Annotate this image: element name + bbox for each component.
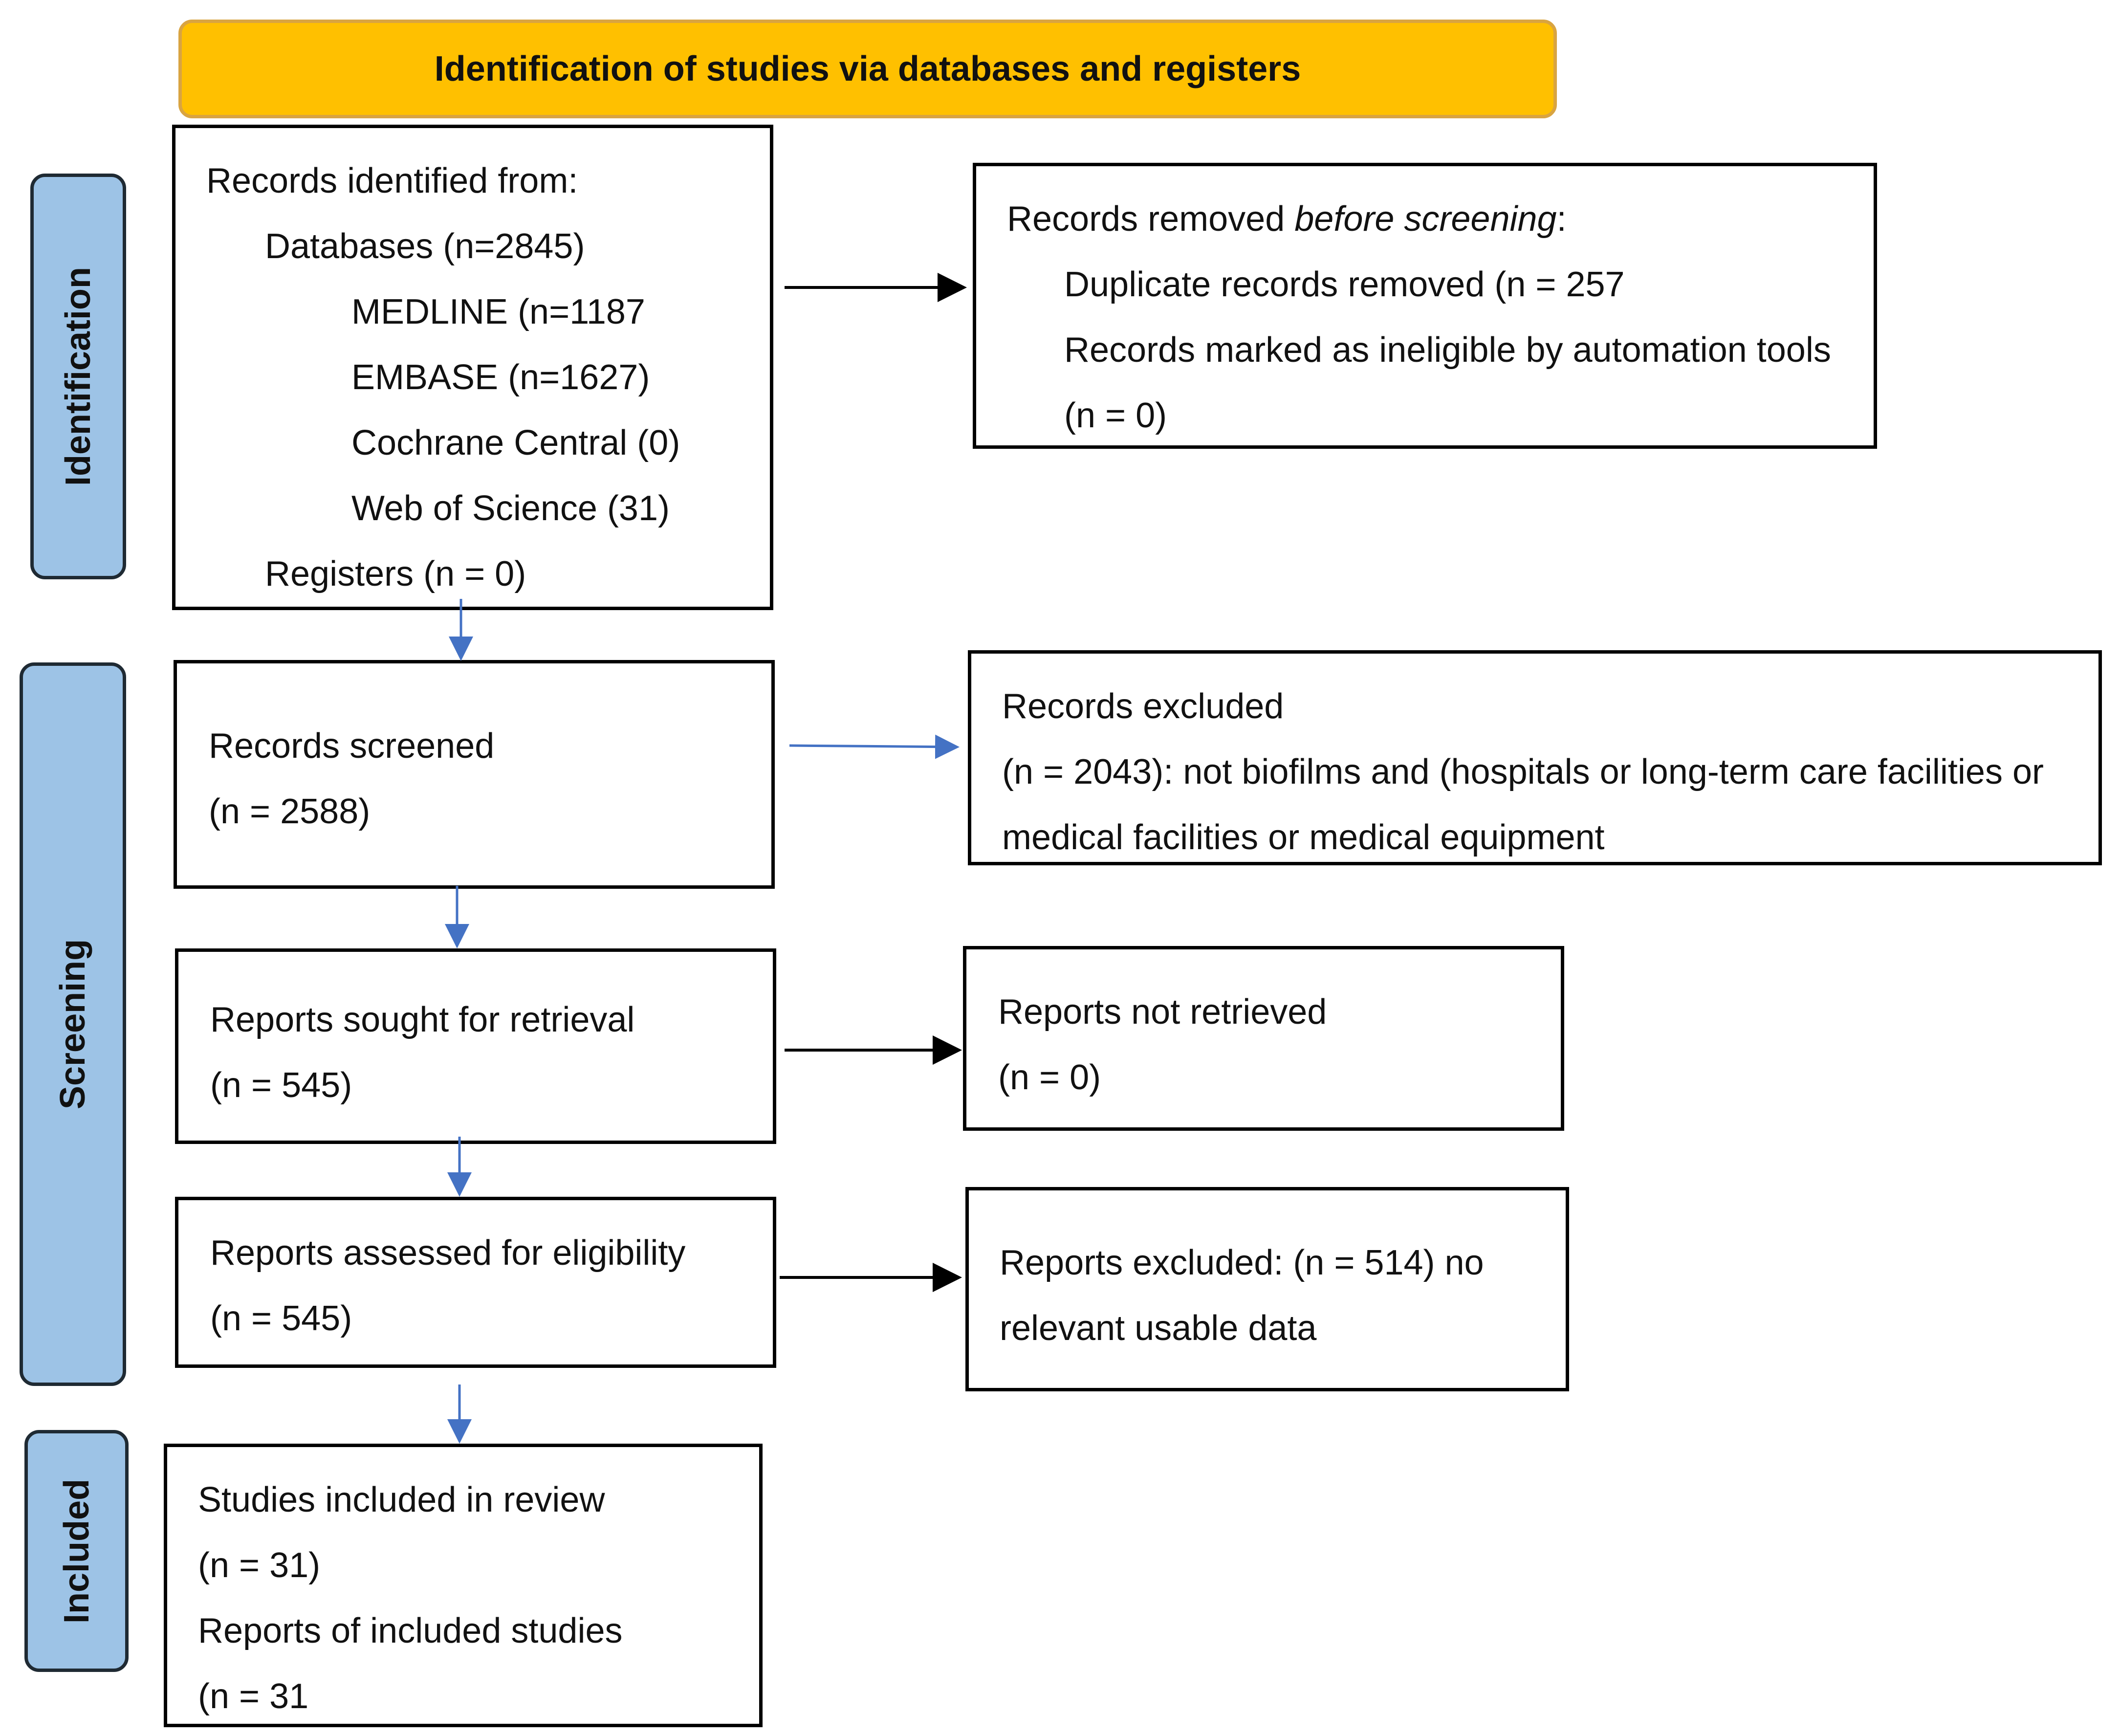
wos-count: Web of Science (31) [351,489,670,528]
reports-sought-box: Reports sought for retrieval (n = 545) [175,948,776,1144]
records-screened-box: Records screened (n = 2588) [174,660,775,889]
reports-excluded-reason: Reports excluded: (n = 514) no [1000,1243,1484,1282]
cochrane-count: Cochrane Central (0) [351,423,680,462]
reports-sought-count: (n = 545) [210,1066,352,1105]
records-screened-count: (n = 2588) [209,792,371,831]
reports-assessed-box: Reports assessed for eligibility (n = 54… [175,1197,776,1368]
header-title: Identification of studies via databases … [434,49,1301,88]
duplicates-removed: Duplicate records removed (n = 257 [1064,265,1625,304]
studies-included-box: Studies included in review (n = 31) Repo… [164,1444,763,1727]
studies-included-count: (n = 31) [198,1546,321,1585]
reports-assessed-title: Reports assessed for eligibility [210,1233,686,1273]
automation-ineligible-count: (n = 0) [1064,396,1167,435]
reports-not-retrieved-count: (n = 0) [998,1058,1101,1097]
reports-excluded-box: Reports excluded: (n = 514) no relevant … [965,1187,1569,1391]
records-excluded-reason: (n = 2043): not biofilms and (hospitals … [1002,752,2044,791]
reports-excluded-reason-cont: relevant usable data [1000,1309,1317,1348]
phase-screening: Screening [20,662,126,1386]
reports-sought-title: Reports sought for retrieval [210,1000,635,1039]
reports-included-count: (n = 31 [198,1677,309,1716]
medline-count: MEDLINE (n=1187 [351,292,645,331]
records-excluded-reason-cont: medical facilities or medical equipment [1002,818,1605,857]
records-identified-title: Records identified from: [206,161,578,200]
automation-ineligible: Records marked as ineligible by automati… [1064,330,1831,370]
records-removed-title: Records removed before screening: [1007,199,1567,239]
header-bar: Identification of studies via databases … [178,20,1557,118]
records-identified-box: Records identified from: Databases (n=28… [172,125,773,610]
phase-included: Included [24,1430,129,1672]
reports-assessed-count: (n = 545) [210,1299,352,1338]
reports-not-retrieved-title: Reports not retrieved [998,992,1327,1032]
embase-count: EMBASE (n=1627) [351,358,650,397]
records-excluded-title: Records excluded [1002,687,1284,726]
reports-not-retrieved-box: Reports not retrieved (n = 0) [963,946,1564,1131]
databases-count: Databases (n=2845) [265,227,585,266]
records-removed-box: Records removed before screening: Duplic… [973,163,1877,449]
registers-count: Registers (n = 0) [265,554,526,593]
reports-included-title: Reports of included studies [198,1611,623,1650]
phase-identification: Identification [30,174,126,579]
arrow-screened-to-excluded [789,734,960,759]
studies-included-title: Studies included in review [198,1480,605,1519]
records-screened-title: Records screened [209,726,495,766]
records-excluded-box: Records excluded (n = 2043): not biofilm… [968,650,2102,865]
